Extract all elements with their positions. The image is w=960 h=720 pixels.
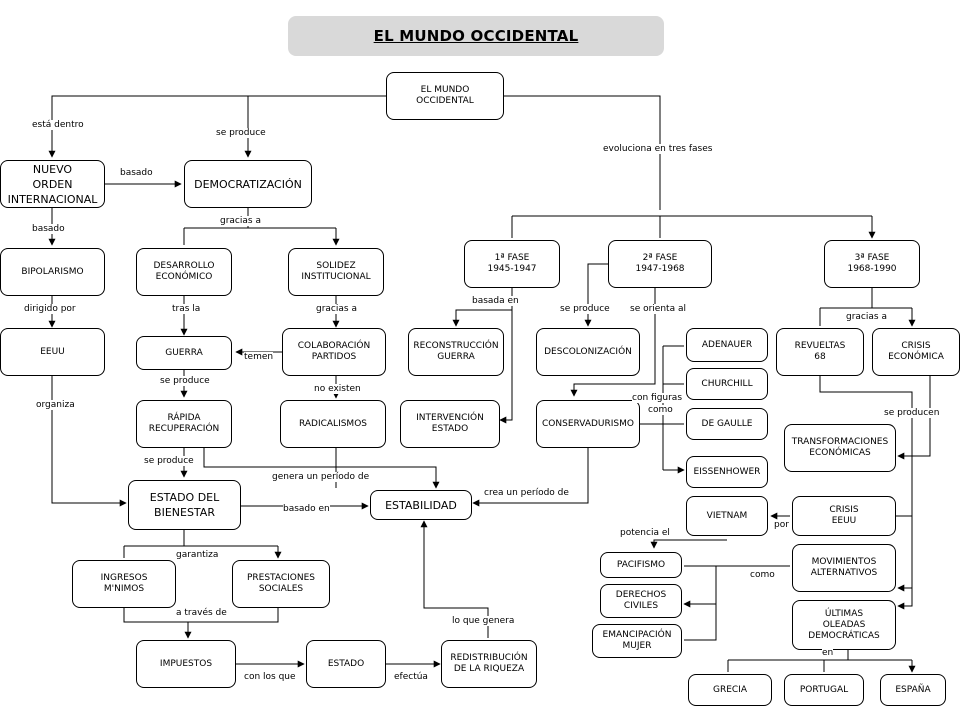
node-estado: ESTADO [306,640,386,688]
label-se-produce-4: se produce [560,304,610,314]
node-radicalismos: RADICALISMOS [280,400,386,448]
label-se-orienta: se orienta al [630,304,686,314]
node-derechos-civiles: DERECHOS CIVILES [600,584,682,618]
node-emancipacion: EMANCIPACIÓN MUJER [592,624,682,658]
node-solidez: SOLIDEZ INSTITUCIONAL [288,248,384,296]
node-fase-3: 3ª FASE 1968-1990 [824,240,920,288]
node-intervencion: INTERVENCIÓN ESTADO [400,400,500,448]
node-desarrollo: DESARROLLO ECONÓMICO [136,248,232,296]
node-movimientos: MOVIMIENTOS ALTERNATIVOS [792,544,896,592]
label-gracias-a-2: gracias a [316,304,357,314]
node-fase-1: 1ª FASE 1945-1947 [464,240,560,288]
node-churchill: CHURCHILL [686,368,768,400]
node-crisis-economica: CRISIS ECONÓMICA [872,328,960,376]
node-guerra: GUERRA [136,336,232,370]
node-rapida-recuperacion: RÁPIDA RECUPERACIÓN [136,400,232,448]
label-se-produce-3: se produce [144,456,194,466]
label-basado-en: basado en [283,504,330,514]
label-basado-1: basado [120,168,153,178]
node-descolonizacion: DESCOLONIZACIÓN [536,328,640,376]
node-estado-bienestar: ESTADO DEL BIENESTAR [128,480,241,530]
node-democratizacion: DEMOCRATIZACIÓN [184,160,312,208]
label-gracias-a-3: gracias a [846,312,887,322]
label-en: en [822,648,834,658]
node-root: EL MUNDO OCCIDENTAL [386,72,504,120]
label-lo-que-genera: lo que genera [452,616,515,626]
label-garantiza: garantiza [176,550,219,560]
label-gracias-a-1: gracias a [220,216,261,226]
node-adenauer: ADENAUER [686,328,768,362]
label-esta-dentro: está dentro [32,120,84,130]
node-prestaciones: PRESTACIONES SOCIALES [232,560,330,608]
node-estabilidad: ESTABILIDAD [370,490,472,520]
label-organiza: organiza [36,400,75,410]
node-revueltas: REVUELTAS 68 [776,328,864,376]
label-tras-la: tras la [172,304,201,314]
node-ingresos: INGRESOS M'NIMOS [72,560,176,608]
label-se-produce-1: se produce [216,128,266,138]
node-conservadurismo: CONSERVADURISMO [536,400,640,448]
page-title: EL MUNDO OCCIDENTAL [373,27,579,45]
node-de-gaulle: DE GAULLE [686,408,768,440]
node-transformaciones: TRANSFORMACIONES ECONÓMICAS [784,424,896,472]
node-colaboracion: COLABORACIÓN PARTIDOS [282,328,386,376]
label-evoluciona: evoluciona en tres fases [603,144,713,154]
title-banner: EL MUNDO OCCIDENTAL [288,16,664,56]
label-con-figuras: con figuras [632,393,683,403]
label-potencia: potencia el [620,528,670,538]
node-reconstruccion: RECONSTRUCCIÓN GUERRA [408,328,504,376]
label-basado-2: basado [32,224,65,234]
node-impuestos: IMPUESTOS [136,640,236,688]
label-con-los-que: con los que [244,672,296,682]
label-basada-en: basada en [472,296,519,306]
node-fase-2: 2ª FASE 1947-1968 [608,240,712,288]
label-temen: temen [244,352,274,362]
node-portugal: PORTUGAL [784,674,864,706]
node-redistribucion: REDISTRIBUCIÓN DE LA RIQUEZA [441,640,537,688]
node-vietnam: VIETNAM [686,496,768,536]
node-eisenhower: EISSENHOWER [686,456,768,488]
node-ultimas-oleadas: ÚLTIMAS OLEADAS DEMOCRÁTICAS [792,600,896,650]
label-como-1: como [648,405,673,415]
label-por: por [774,520,789,530]
label-efectua: efectúa [394,672,428,682]
label-no-existen: no existen [314,384,361,394]
node-eeuu: EEUU [0,328,105,376]
label-crea: crea un período de [484,488,569,498]
label-genera: genera un período de [272,472,370,482]
label-se-produce-2: se produce [160,376,210,386]
label-como-2: como [750,570,775,580]
node-espana: ESPAÑA [880,674,946,706]
node-bipolarismo: BIPOLARISMO [0,248,105,296]
label-a-traves: a través de [176,608,227,618]
label-dirigido-por: dirigido por [24,304,76,314]
label-se-producen: se producen [884,408,940,418]
node-crisis-eeuu: CRISIS EEUU [792,496,896,536]
node-pacifismo: PACIFISMO [600,552,682,578]
node-nuevo-orden: NUEVO ORDEN INTERNACIONAL [0,160,105,208]
node-grecia: GRECIA [688,674,772,706]
